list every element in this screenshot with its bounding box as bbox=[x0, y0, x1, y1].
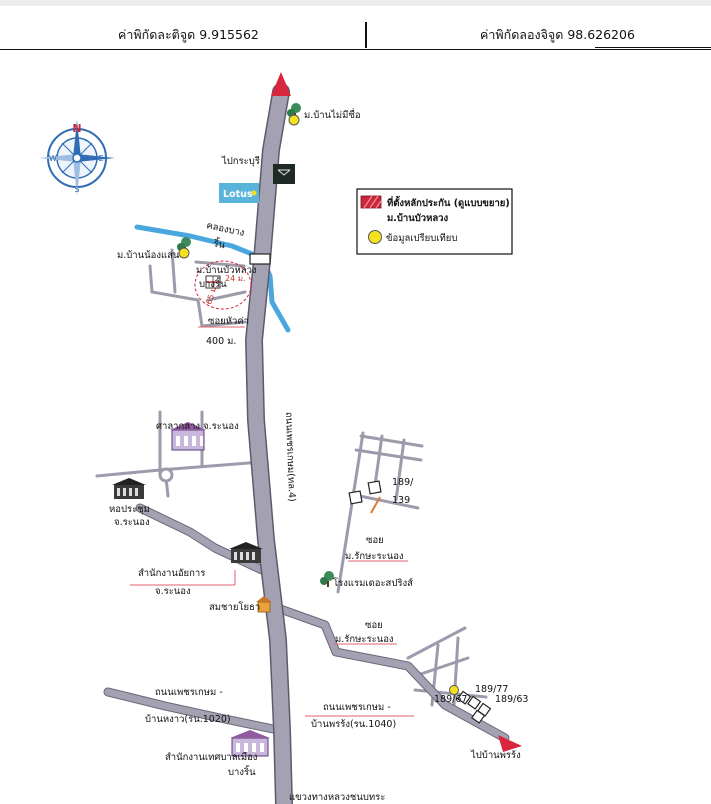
compass-rose-icon: N S E W bbox=[39, 120, 115, 196]
label-dist-24: 24 ม. bbox=[225, 274, 246, 283]
label-highway: ถนนเพชรเกษม(ทล.4) bbox=[283, 412, 297, 502]
legend-comparable-marker bbox=[368, 230, 382, 244]
subject-building-icon bbox=[205, 275, 221, 289]
tree-icon bbox=[320, 571, 334, 587]
ban-phrang-direction-arrow-icon bbox=[498, 735, 522, 752]
label-road-1040-line2: บ้านพรร้ง(รน.1040) bbox=[311, 719, 396, 730]
label-dist-400: 400 ม. bbox=[206, 336, 236, 347]
label-ban-mai-mee-sue: ม.บ้านไม่มีซื่อ bbox=[304, 108, 361, 121]
label-plot-189-63: 189/63 bbox=[495, 694, 528, 705]
label-ban-nong-san: ม.บ้านน้องแสน bbox=[117, 250, 180, 261]
subject-radius-ring bbox=[194, 260, 252, 310]
label-soi-raksa1-line1: ซอย bbox=[366, 535, 384, 546]
label-plot-189-6x: 189/67 bbox=[434, 694, 467, 705]
compass-w: W bbox=[49, 154, 57, 163]
legend-subject-line2: ม.บ้านบัวหลวง bbox=[387, 212, 449, 224]
legend-box: ที่ตั้งหลักประกัน (ดูแบบขยาย) ม.บ้านบัวห… bbox=[356, 188, 513, 255]
compass-e: E bbox=[98, 154, 103, 163]
north-direction-arrow-icon bbox=[271, 72, 291, 96]
plots-189-77 bbox=[457, 690, 492, 724]
label-soi-raksa1-line2: ม.รักษะระนอง bbox=[345, 551, 404, 562]
label-municipal-line1: สำนักงานเทศบาลเมือง bbox=[165, 752, 257, 763]
label-prosecutor-line1: สำนักงานอัยการ bbox=[138, 568, 205, 579]
label-khlong-line2: ริ้น bbox=[211, 236, 226, 251]
label-bua-luang-line2: บางริ้น bbox=[199, 277, 227, 290]
coordinates-bar: ค่าพิกัดละติจูด 9.915562 ค่าพิกัดลองจิจู… bbox=[0, 19, 711, 50]
label-plot-139: 139 bbox=[392, 495, 410, 506]
latitude-label: ค่าพิกัดละติจูด 9.915562 bbox=[118, 27, 259, 42]
lotus-store-icon: Lotus bbox=[219, 183, 259, 203]
label-municipal-line2: บางริ้น bbox=[228, 765, 256, 778]
longitude-underline bbox=[595, 47, 711, 48]
compass-s: S bbox=[74, 185, 79, 194]
label-hall-line2: จ.ระนอง bbox=[114, 517, 150, 528]
label-soi-raksa2-line1: ซอย bbox=[365, 620, 383, 631]
plot-139-pointer bbox=[370, 496, 381, 514]
plots-189-139 bbox=[348, 480, 382, 505]
comparable-marker-189-6x bbox=[449, 685, 459, 695]
label-prosecutor-line2: จ.ระนอง bbox=[155, 586, 191, 597]
label-plot-189-1: 189/ bbox=[392, 477, 414, 488]
coordinates-divider bbox=[365, 22, 367, 48]
label-plot-189-77: 189/77 bbox=[475, 684, 508, 695]
comparable-marker-nong-san bbox=[178, 247, 190, 259]
compass-n: N bbox=[72, 122, 81, 135]
label-somchai: สมชายโยธา bbox=[209, 601, 260, 613]
lotus-label: Lotus bbox=[223, 189, 253, 200]
city-hall-building-icon bbox=[170, 422, 206, 451]
legend-subject-line1: ที่ตั้งหลักประกัน (ดูแบบขยาย) bbox=[387, 195, 510, 210]
roundabout bbox=[158, 467, 174, 483]
top-strip bbox=[0, 0, 711, 6]
label-soi-hua-kha: ซอยหัวค่า bbox=[208, 316, 249, 327]
label-leader-lines bbox=[130, 326, 414, 717]
legend-comparable-label: ข้อมูลเปรียบเทียบ bbox=[386, 232, 457, 244]
assembly-hall-building-icon bbox=[112, 478, 146, 499]
somchai-store-icon bbox=[256, 596, 272, 613]
comparable-marker-ban-mai bbox=[288, 114, 300, 126]
label-soi-raksa2-line2: ม.รักษะระนอง bbox=[335, 634, 394, 645]
store-icon bbox=[273, 164, 295, 184]
label-road-1020-line1: ถนนเพชรเกษม - bbox=[155, 687, 223, 698]
canal-bridge bbox=[249, 253, 271, 265]
main-roads bbox=[103, 83, 510, 804]
label-to-ban-phrang: ไปบ้านพรร้ง bbox=[470, 749, 521, 761]
label-hotel: โรงแรมเดอะสปริงส์ bbox=[333, 577, 413, 589]
prosecutor-building-icon bbox=[229, 542, 263, 563]
label-hall-line1: หอประชุม bbox=[109, 504, 150, 515]
label-city-hall: ศาลากลาง จ.ระนอง bbox=[156, 421, 239, 432]
label-to-kraburi: ไปกระบุรี bbox=[221, 155, 260, 167]
municipal-office-building-icon bbox=[230, 730, 270, 757]
label-district: แขวงทางหลวงชนบทระ bbox=[289, 792, 385, 803]
longitude-label: ค่าพิกัดลองจิจูด 98.626206 bbox=[480, 27, 635, 42]
label-road-1040-line1: ถนนเพชรเกษม - bbox=[323, 702, 391, 713]
label-road-1020-line2: บ้านหงาว(รน.1020) bbox=[145, 714, 231, 725]
label-bua-luang-line1: ม.บ้านบัวหลวง bbox=[196, 265, 257, 276]
label-khlong-line1: คลองบาง bbox=[205, 220, 245, 239]
